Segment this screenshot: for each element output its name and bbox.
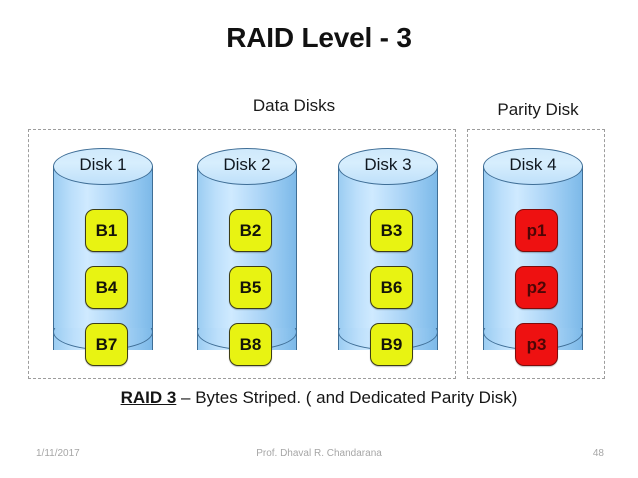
data-block[interactable]: B7 xyxy=(85,323,128,366)
data-block[interactable]: B6 xyxy=(370,266,413,309)
data-disks-group-label: Data Disks xyxy=(252,96,336,115)
cylinder-body-icon xyxy=(197,166,297,350)
data-block[interactable]: B4 xyxy=(85,266,128,309)
cylinder-body-icon xyxy=(53,166,153,350)
parity-disk-group-label: Parity Disk xyxy=(497,100,579,119)
diagram-caption-rest: – Bytes Striped. ( and Dedicated Parity … xyxy=(176,388,518,407)
data-disks-group-box xyxy=(28,129,456,379)
disk-cylinder-4[interactable]: Disk 4 p1 p2 p3 xyxy=(483,148,583,368)
disk-cylinder-2[interactable]: Disk 2 B2 B5 B8 xyxy=(197,148,297,368)
disk-cylinder-3[interactable]: Disk 3 B3 B6 B9 xyxy=(338,148,438,368)
slide-footer: 1/11/2017 Prof. Dhaval R. Chandarana 48 xyxy=(0,448,638,464)
parity-block[interactable]: p1 xyxy=(515,209,558,252)
page-title: RAID Level - 3 xyxy=(226,22,412,53)
data-block[interactable]: B8 xyxy=(229,323,272,366)
footer-date: 1/11/2017 xyxy=(36,448,80,459)
parity-block[interactable]: p3 xyxy=(515,323,558,366)
data-block[interactable]: B5 xyxy=(229,266,272,309)
cylinder-top-icon xyxy=(197,148,297,185)
cylinder-top-icon xyxy=(338,148,438,185)
data-block[interactable]: B2 xyxy=(229,209,272,252)
disk-label-3: Disk 3 xyxy=(364,155,412,174)
diagram-caption-emphasis: RAID 3 xyxy=(120,388,177,407)
cylinder-top-icon xyxy=(53,148,153,185)
disk-label-1: Disk 1 xyxy=(79,155,127,174)
diagram-caption: RAID 3 – Bytes Striped. ( and Dedicated … xyxy=(0,388,638,408)
footer-author: Prof. Dhaval R. Chandarana xyxy=(256,448,382,459)
parity-disk-group-box xyxy=(467,129,605,379)
cylinder-body-icon xyxy=(338,166,438,350)
data-block[interactable]: B1 xyxy=(85,209,128,252)
cylinder-body-icon xyxy=(483,166,583,350)
data-block[interactable]: B9 xyxy=(370,323,413,366)
data-block[interactable]: B3 xyxy=(370,209,413,252)
disk-label-2: Disk 2 xyxy=(223,155,271,174)
footer-page-number: 48 xyxy=(592,448,604,459)
cylinder-top-icon xyxy=(483,148,583,185)
disk-label-4: Disk 4 xyxy=(509,155,557,174)
parity-block[interactable]: p2 xyxy=(515,266,558,309)
disk-cylinder-1[interactable]: Disk 1 B1 B4 B7 xyxy=(53,148,153,368)
